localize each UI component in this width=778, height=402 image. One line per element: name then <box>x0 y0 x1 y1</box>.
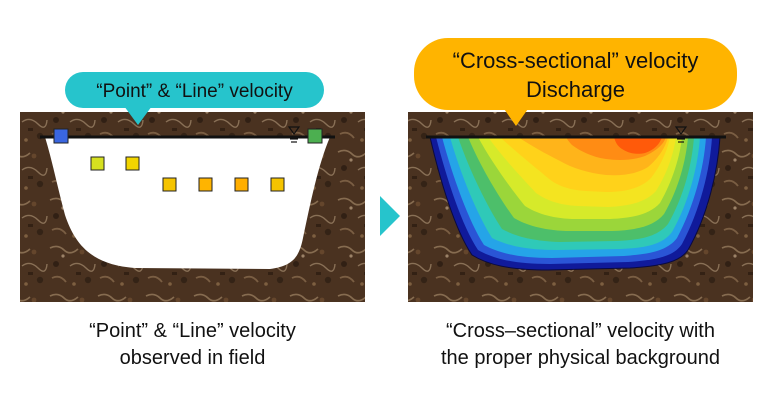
right-water-level-marker-icon <box>674 126 688 143</box>
contour-level-12 <box>614 137 662 154</box>
left-water-body <box>45 137 330 269</box>
right-cross-section <box>408 112 753 302</box>
right-caption-line-1: “Cross–sectional” velocity with <box>446 320 715 342</box>
left-cross-section <box>20 112 365 302</box>
right-callout-bubble: “Cross-sectional” velocity Discharge <box>414 38 737 126</box>
right-caption-line-2: the proper physical background <box>440 347 721 369</box>
left-callout-bubble: “Point” & “Line” velocity <box>65 72 324 125</box>
transition-arrow-icon <box>380 196 400 236</box>
point-measurement <box>270 177 285 192</box>
right-bubble-line-1: “Cross-sectional” velocity <box>453 48 699 73</box>
point-measurement <box>90 156 105 171</box>
left-caption-line-1: “Point” & “Line” velocity <box>89 320 296 342</box>
point-measurement <box>162 177 177 192</box>
channel-outline <box>429 136 721 271</box>
left-water-level-marker-icon <box>287 126 301 143</box>
point-measurement <box>234 177 249 192</box>
left-caption-line-2: observed in field <box>119 347 266 369</box>
left-bubble-label: “Point” & “Line” velocity <box>96 81 293 102</box>
right-caption: “Cross–sectional” velocity with the prop… <box>398 318 763 372</box>
point-measurement-green <box>307 128 323 144</box>
point-measurement-blue <box>53 128 69 144</box>
velocity-contour-map <box>430 137 720 270</box>
right-bubble-line-2: Discharge <box>526 77 625 102</box>
point-measurement <box>198 177 213 192</box>
point-measurement <box>125 156 140 171</box>
left-caption: “Point” & “Line” velocity observed in fi… <box>20 318 365 372</box>
